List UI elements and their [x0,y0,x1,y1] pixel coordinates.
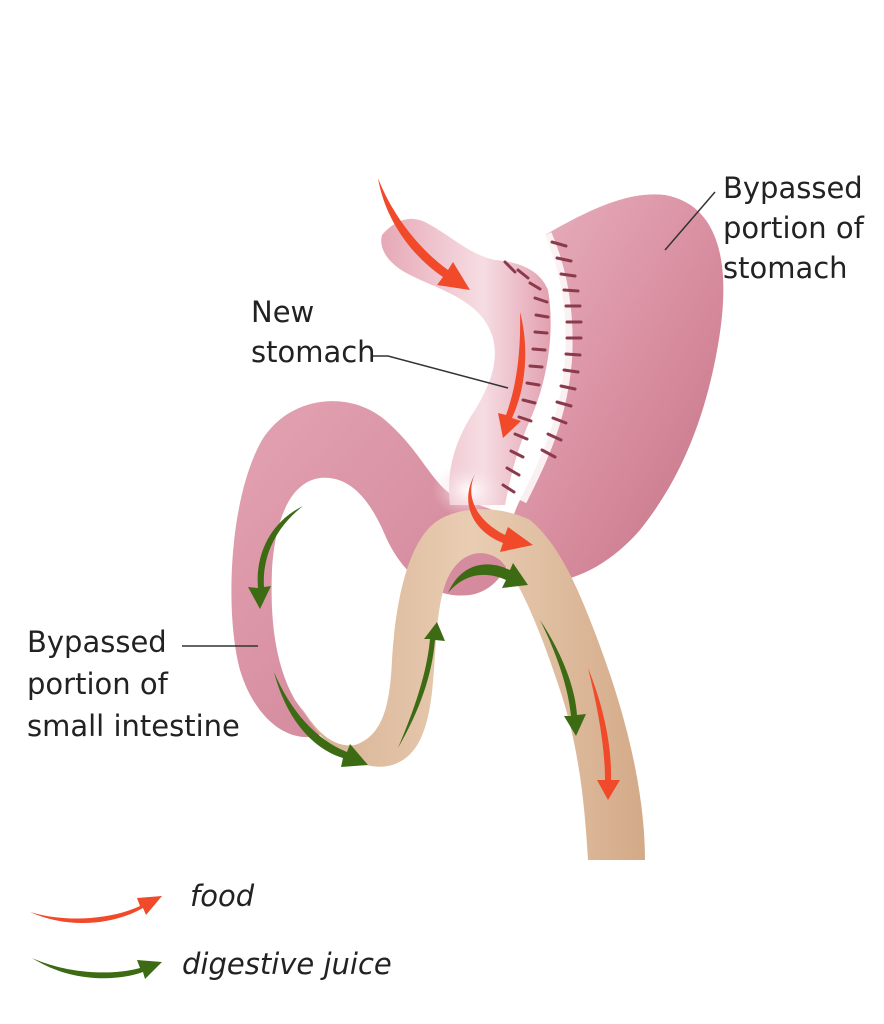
label-bypassed-stomach-line1: Bypassed [723,171,863,205]
small-intestine-tan-limb [300,509,645,860]
label-new-stomach: New stomach [251,295,376,369]
digestive-juice-arrows [248,506,586,767]
legend: food digestive juice [30,879,392,981]
label-new-stomach-line2: stomach [251,335,376,369]
label-bypassed-stomach-line2: portion of [723,211,865,245]
legend-digestive-juice-label: digestive juice [182,947,392,981]
label-bypassed-intestine-line1: Bypassed [27,625,167,659]
food-arrow-pouch [498,312,526,438]
label-bypassed-intestine-line2: portion of [27,667,169,701]
food-arrows [378,178,620,800]
legend-food-label: food [190,879,255,913]
duodenum-loop-shape [231,401,520,738]
juice-arrow-loop-top [248,506,303,609]
staple-line-stomach [540,240,583,459]
staple-line-pouch [501,260,550,494]
label-bypassed-intestine: Bypassed portion of small intestine [27,625,240,743]
juice-arrow-down-limb [540,620,586,736]
food-arrow-esophagus [378,178,470,290]
juice-arrow-up-limb [398,622,445,748]
label-bypassed-stomach-line3: stomach [723,251,848,285]
legend-food-arrow-icon [30,896,162,924]
food-arrow-junction [468,474,533,552]
label-bypassed-stomach: Bypassed portion of stomach [723,171,873,285]
leader-new-stomach [372,355,509,389]
juice-arrow-loop-bottom [274,672,368,767]
label-new-stomach-line1: New [251,295,314,329]
legend-digestive-juice-arrow-icon [32,958,162,979]
new-stomach-pouch-shape [381,218,551,505]
label-bypassed-intestine-line3: small intestine [27,709,240,743]
food-arrow-roux-limb [588,668,620,800]
leader-bypassed-stomach [664,191,716,251]
juice-arrow-top-turn [448,563,528,593]
